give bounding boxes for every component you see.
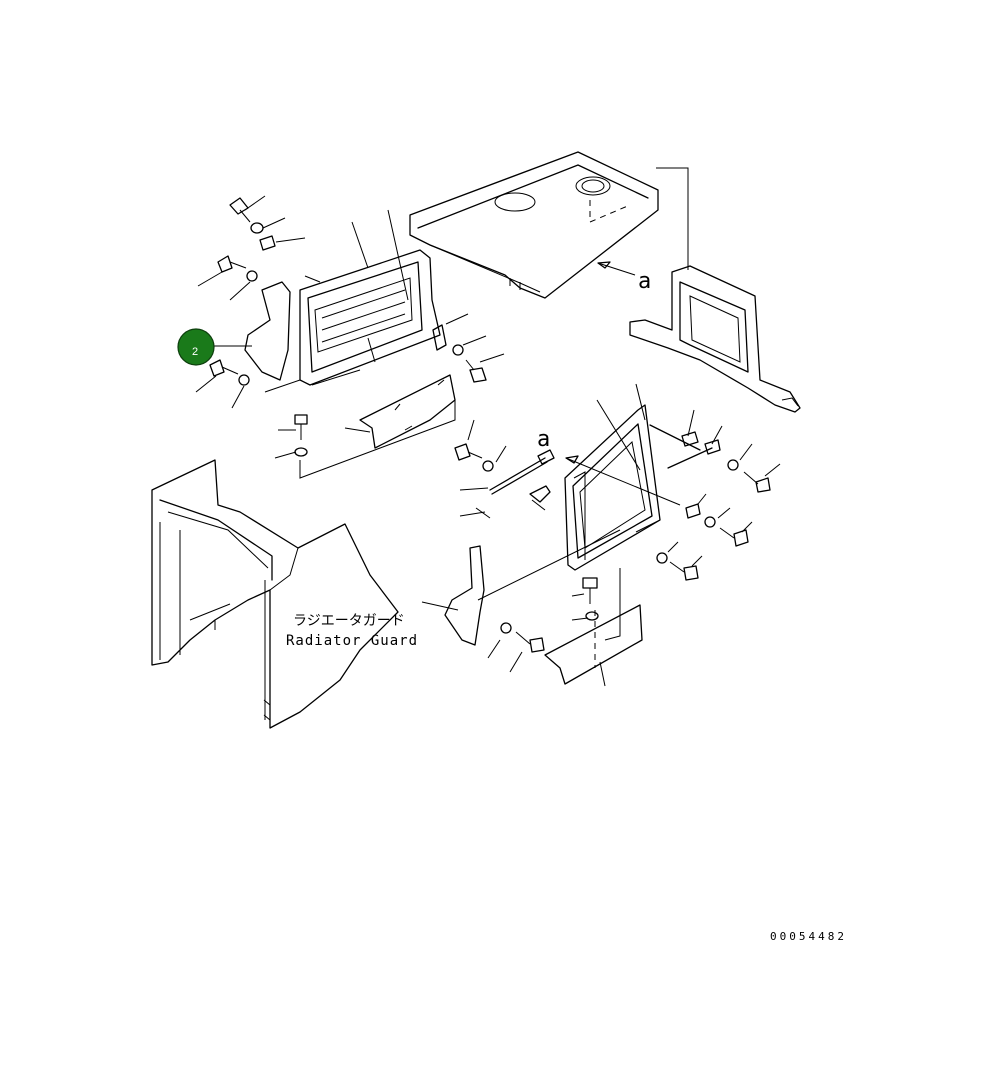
lower-washer-3 bbox=[704, 516, 716, 528]
radiator-guard-label-jp: ラジエータガード bbox=[293, 613, 405, 629]
callout-2[interactable]: 2 bbox=[177, 328, 215, 366]
lower-washer-5 bbox=[585, 611, 599, 621]
leader-lines-lower bbox=[421, 383, 781, 687]
radiator-guard-label: ラジエータガード Radiator Guard bbox=[286, 613, 418, 649]
leader-lines-upper bbox=[195, 195, 505, 479]
lower-washer-1 bbox=[482, 460, 494, 472]
upper-bottom-plate bbox=[359, 374, 456, 449]
upper-side-panel bbox=[299, 249, 441, 386]
lower-bolt-2 bbox=[743, 471, 771, 493]
mounting-frame bbox=[629, 265, 801, 413]
top-cover-plate bbox=[409, 151, 659, 299]
lower-washer-4 bbox=[656, 552, 668, 564]
latch-bracket bbox=[529, 485, 551, 503]
upper-bolt-4 bbox=[294, 414, 308, 440]
lower-washer-2 bbox=[727, 459, 739, 471]
lower-bolt-5 bbox=[582, 577, 598, 604]
upper-bolt-3 bbox=[209, 359, 239, 377]
callout-number: 2 bbox=[192, 346, 198, 358]
view-marker-upper: a bbox=[638, 269, 651, 294]
callout-circle[interactable] bbox=[177, 328, 215, 366]
upper-washer-3 bbox=[238, 374, 250, 386]
lower-bolt-4 bbox=[669, 561, 699, 581]
lower-left-bracket bbox=[444, 545, 485, 646]
right-hinge-rods bbox=[649, 424, 721, 469]
lower-washer-6 bbox=[500, 622, 512, 634]
lower-nut-1 bbox=[685, 503, 701, 519]
lower-side-panel bbox=[564, 404, 661, 571]
upper-bolt-2 bbox=[217, 255, 247, 273]
upper-left-bracket bbox=[244, 281, 291, 381]
radiator-guard-label-en: Radiator Guard bbox=[286, 633, 418, 649]
upper-washer-2 bbox=[246, 270, 258, 282]
upper-washer-1 bbox=[250, 222, 264, 234]
view-marker-lower: a bbox=[537, 427, 550, 452]
drawing-number: 00054482 bbox=[770, 930, 847, 943]
leader-lines-top-right bbox=[597, 167, 689, 276]
lower-bolt-6 bbox=[515, 631, 545, 653]
upper-clip bbox=[432, 324, 447, 351]
upper-nut-1 bbox=[259, 235, 276, 251]
upper-bolt-1 bbox=[229, 197, 251, 223]
radiator-guard bbox=[151, 459, 399, 729]
lower-bottom-plate bbox=[544, 604, 643, 685]
upper-washer-5 bbox=[452, 344, 464, 356]
support-rod bbox=[489, 449, 555, 495]
upper-bolt-5 bbox=[465, 359, 487, 383]
upper-washer-4 bbox=[294, 447, 308, 457]
lower-bolt-1 bbox=[454, 443, 483, 461]
